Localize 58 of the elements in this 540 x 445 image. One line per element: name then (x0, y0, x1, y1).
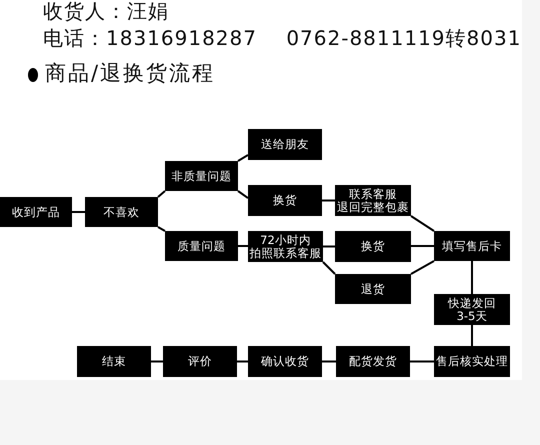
connector-line (410, 260, 434, 275)
section-title: 商品/退换货流程 (45, 61, 216, 86)
process-box (335, 274, 411, 304)
connector-line (411, 245, 434, 247)
connector-line (471, 325, 473, 346)
process-box (335, 185, 411, 216)
process-box (77, 346, 151, 377)
process-box (165, 161, 238, 191)
connector-line (471, 261, 473, 294)
connector-line (238, 245, 248, 247)
process-box (335, 231, 411, 262)
process-box (248, 231, 323, 262)
connector-line (323, 246, 335, 248)
recipient-text: 收货人：汪娟 (43, 0, 169, 23)
step-text: 填写售后卡 (442, 240, 502, 252)
process-box (165, 231, 238, 261)
process-box (163, 346, 237, 377)
step-text: 售后核实处理 (436, 355, 508, 368)
step-text: 不喜欢 (104, 206, 140, 218)
step-text: 评价 (188, 355, 212, 368)
step-text: 配货发货 (349, 355, 397, 368)
process-box (434, 346, 510, 377)
step-text: 快递发回 (448, 296, 496, 310)
connector-line (237, 154, 249, 162)
connector-line (322, 261, 336, 275)
connector-line (72, 211, 85, 213)
step-text: 拍照联系客服 (250, 246, 322, 260)
step-text: 72小时内 (260, 234, 311, 246)
connector-line (157, 190, 166, 198)
process-box (336, 346, 410, 377)
step-text: 收到产品 (12, 206, 60, 218)
step-text: 退回完整包裹 (337, 200, 409, 214)
connector-line (410, 215, 435, 232)
process-box (0, 197, 72, 227)
process-box (248, 346, 322, 377)
connector-line (151, 360, 163, 362)
step-text: 退货 (361, 282, 385, 296)
step-text: 非质量问题 (172, 170, 232, 182)
connector-line (410, 360, 434, 362)
connector-line (237, 190, 249, 199)
connector-line (237, 360, 248, 362)
step-text: 3-5天 (456, 310, 488, 322)
process-box (85, 197, 158, 227)
step-text: 换货 (361, 240, 385, 253)
process-box (434, 294, 510, 325)
phone-text: 电话：18316918287 0762-8811119转8031 (43, 27, 522, 50)
step-text: 换货 (273, 194, 297, 207)
connector-line (322, 200, 335, 202)
step-text: 联系客服 (349, 188, 397, 200)
connector-line (322, 360, 336, 362)
step-text: 结束 (102, 355, 126, 368)
connector-line (158, 226, 166, 232)
process-box (434, 231, 510, 261)
process-box (248, 129, 322, 160)
process-box (248, 185, 322, 216)
step-text: 送给朋友 (261, 138, 309, 151)
step-text: 确认收货 (261, 355, 309, 368)
step-text: 质量问题 (178, 240, 226, 252)
